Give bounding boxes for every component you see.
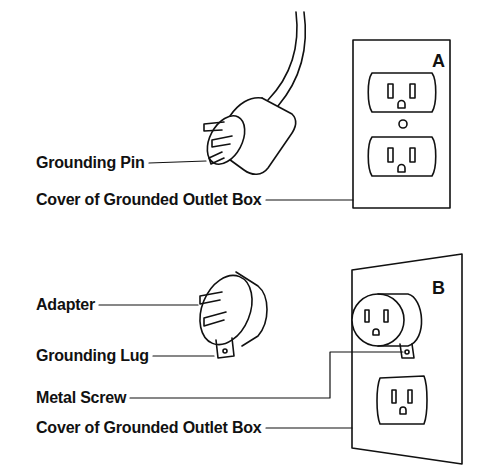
- part-label: Cover of Grounded Outlet Box: [36, 419, 262, 437]
- part-label: Grounding Lug: [36, 347, 149, 365]
- leader-line: [99, 304, 198, 305]
- leader-line: [130, 352, 403, 398]
- outlet-box-a: [353, 40, 450, 208]
- adapter: [190, 268, 267, 358]
- part-label: Grounding Pin: [36, 154, 145, 172]
- part-label: Cover of Grounded Outlet Box: [36, 191, 262, 209]
- figure-letter: A: [432, 51, 445, 71]
- leader-line: [149, 161, 206, 163]
- leader-line: [266, 427, 352, 428]
- part-label: Metal Screw: [36, 389, 126, 407]
- figure-letter: B: [432, 278, 445, 298]
- leader-line: [153, 355, 214, 356]
- outlet-box-b: [352, 254, 462, 464]
- part-label: Adapter: [36, 296, 95, 314]
- leader-line: [266, 199, 353, 200]
- grounded-plug: [200, 12, 306, 174]
